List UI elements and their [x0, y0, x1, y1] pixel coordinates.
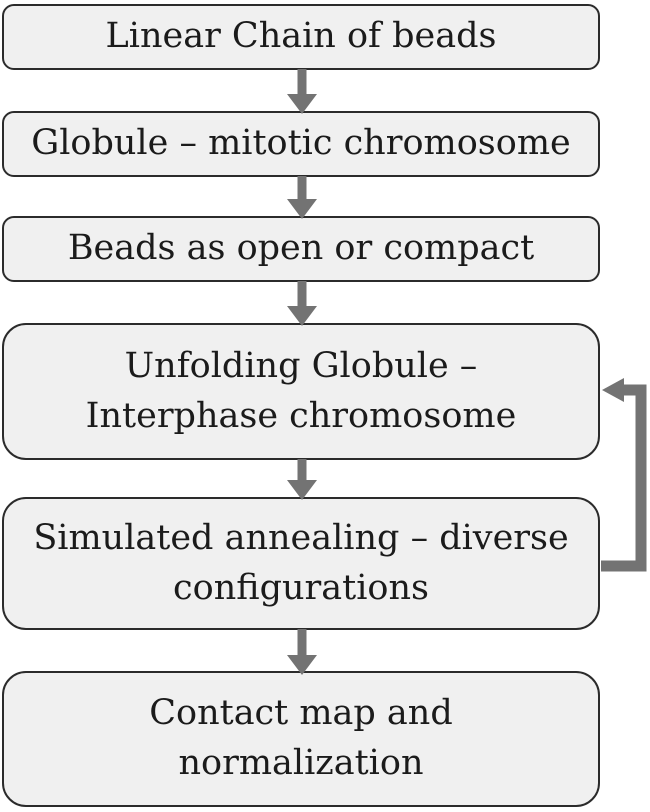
- flow-step-label: Simulated annealing – diverse: [33, 517, 569, 558]
- down-arrow-1: [287, 69, 317, 114]
- flow-step-label: Linear Chain of beads: [105, 16, 497, 57]
- down-arrow-4: [287, 459, 317, 500]
- flow-step-label: Beads as open or compact: [67, 228, 535, 269]
- flow-step-globule-mitotic: Globule – mitotic chromosome: [2, 111, 600, 177]
- flow-step-simulated-annealing: Simulated annealing – diverse configurat…: [2, 497, 600, 630]
- down-arrow-5: [287, 629, 317, 675]
- flow-step-label-line2: normalization: [178, 743, 424, 783]
- feedback-arrow: [601, 378, 647, 572]
- flow-step-unfolding-globule: Unfolding Globule – Interphase chromosom…: [2, 323, 600, 460]
- down-arrow-2: [287, 176, 317, 219]
- flow-step-beads-open-compact: Beads as open or compact: [2, 216, 600, 282]
- down-arrow-3: [287, 281, 317, 326]
- flow-step-label: Unfolding Globule –: [124, 345, 478, 386]
- flow-step-label: Contact map and: [149, 693, 453, 734]
- flow-step-label-line2: configurations: [173, 567, 429, 608]
- flow-step-label: Globule – mitotic chromosome: [31, 123, 571, 164]
- flow-step-label-line2: Interphase chromosome: [85, 395, 517, 436]
- flow-step-linear-chain: Linear Chain of beads: [2, 4, 600, 70]
- flow-step-contact-map: Contact map and normalization: [2, 671, 600, 807]
